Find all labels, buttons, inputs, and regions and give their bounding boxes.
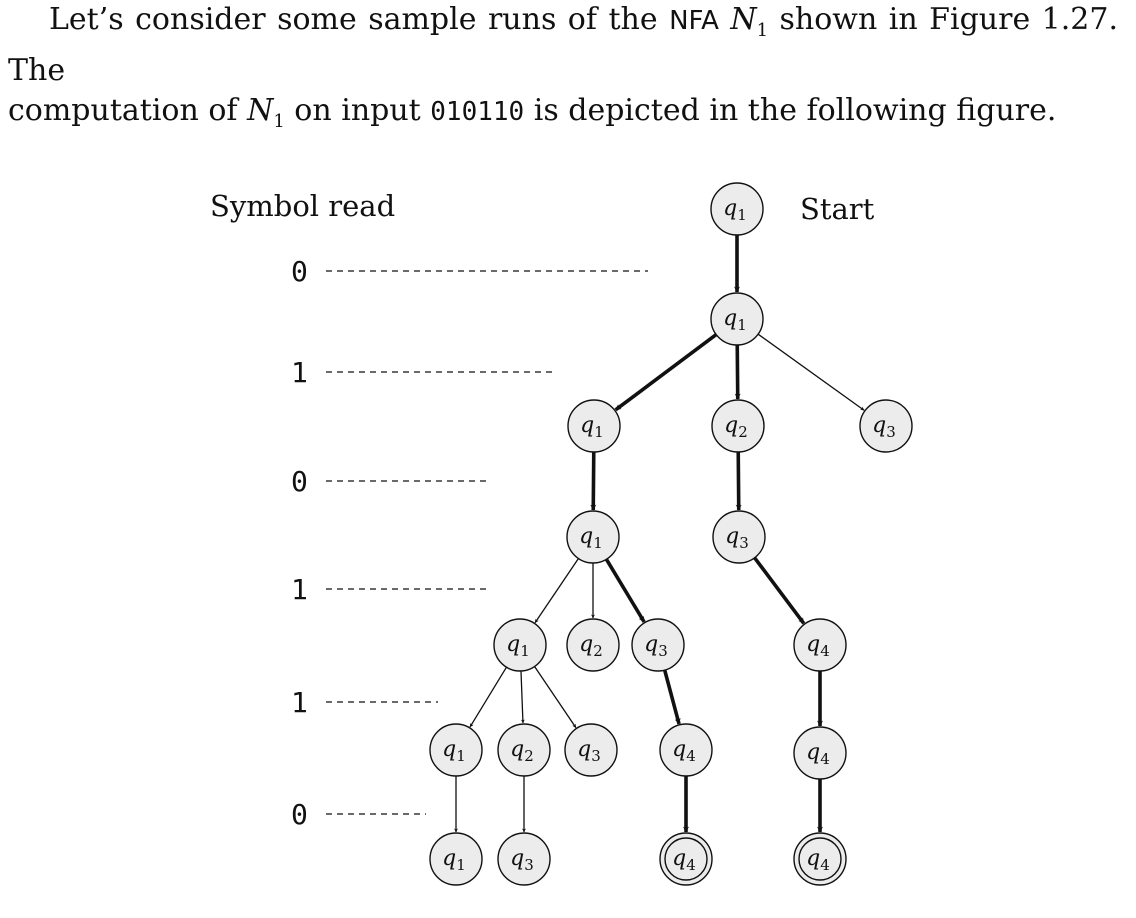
symbol-read-label: Symbol read bbox=[210, 189, 395, 223]
svg-text:q3: q3 bbox=[644, 632, 668, 660]
svg-text:q3: q3 bbox=[510, 846, 534, 874]
symbol-label: 1 bbox=[291, 573, 308, 606]
state-node: q2 bbox=[566, 618, 620, 672]
transition-arrow bbox=[520, 670, 525, 724]
symbol-label: 1 bbox=[291, 686, 308, 719]
transition-arrow bbox=[662, 669, 681, 725]
state-node: q3 bbox=[712, 510, 766, 564]
svg-text:q2: q2 bbox=[510, 737, 534, 765]
state-node: q4 bbox=[793, 618, 847, 672]
transition-arrow bbox=[734, 344, 741, 400]
state-node: q3 bbox=[859, 399, 913, 453]
svg-text:q2: q2 bbox=[724, 413, 748, 441]
accept-state-node: q4 bbox=[659, 832, 713, 886]
transition-arrow bbox=[604, 558, 646, 623]
state-node: q3 bbox=[631, 618, 685, 672]
svg-text:q1: q1 bbox=[723, 306, 747, 334]
state-node: q3 bbox=[497, 832, 551, 886]
transition-arrow bbox=[753, 556, 806, 625]
state-node: q1 bbox=[567, 399, 621, 453]
paragraph-line-2: computation of N1 on input 010110 is dep… bbox=[8, 93, 1057, 132]
state-nodes: q1 q1 q1 q2 q3 q1 q3 q1 q2 q3 q4 q1 q2 q3 q4 q4 q1 q3 q4 q4 bbox=[429, 182, 913, 886]
svg-text:q3: q3 bbox=[577, 737, 601, 765]
state-node: q2 bbox=[711, 399, 765, 453]
transition-arrow bbox=[590, 451, 597, 511]
svg-text:q1: q1 bbox=[442, 846, 466, 874]
state-node: q3 bbox=[564, 723, 618, 777]
state-node: q4 bbox=[793, 726, 847, 780]
paragraph-line-1: Let’s consider some sample runs of the N… bbox=[8, 2, 1119, 88]
svg-text:q1: q1 bbox=[506, 632, 530, 660]
state-node: q2 bbox=[497, 723, 551, 777]
svg-text:q4: q4 bbox=[806, 632, 830, 660]
transition-edges bbox=[454, 235, 865, 833]
transition-arrow bbox=[757, 333, 865, 411]
svg-text:q1: q1 bbox=[442, 737, 466, 765]
svg-text:q3: q3 bbox=[725, 524, 749, 552]
state-node: q4 bbox=[659, 723, 713, 777]
state-node: q1 bbox=[429, 723, 483, 777]
svg-text:q4: q4 bbox=[806, 846, 830, 874]
state-node: q1 bbox=[566, 510, 620, 564]
symbol-label: 1 bbox=[291, 356, 308, 389]
transition-arrow bbox=[534, 666, 577, 728]
state-node: q1 bbox=[493, 618, 547, 672]
symbol-label: 0 bbox=[291, 798, 308, 831]
svg-text:q3: q3 bbox=[872, 413, 896, 441]
symbol-rows: 0 1 0 1 1 0 bbox=[291, 255, 648, 831]
svg-text:q4: q4 bbox=[672, 737, 696, 765]
svg-text:q1: q1 bbox=[723, 196, 747, 224]
svg-text:q1: q1 bbox=[579, 524, 603, 552]
intro-paragraph: Let’s consider some sample runs of the N… bbox=[8, 0, 1118, 142]
transition-arrow bbox=[614, 333, 718, 412]
svg-text:q4: q4 bbox=[806, 740, 830, 768]
transition-arrow bbox=[469, 666, 508, 728]
transition-arrow bbox=[735, 451, 742, 511]
transition-arrow bbox=[534, 558, 579, 623]
symbol-label: 0 bbox=[291, 465, 308, 498]
symbol-label: 0 bbox=[291, 255, 308, 288]
state-node: q1 bbox=[429, 832, 483, 886]
accept-state-node: q4 bbox=[793, 832, 847, 886]
svg-text:q1: q1 bbox=[580, 413, 604, 441]
state-node: q1 bbox=[710, 182, 764, 236]
state-node: q1 bbox=[710, 292, 764, 346]
svg-text:q4: q4 bbox=[672, 846, 696, 874]
start-label: Start bbox=[800, 192, 875, 226]
svg-text:q2: q2 bbox=[579, 632, 603, 660]
